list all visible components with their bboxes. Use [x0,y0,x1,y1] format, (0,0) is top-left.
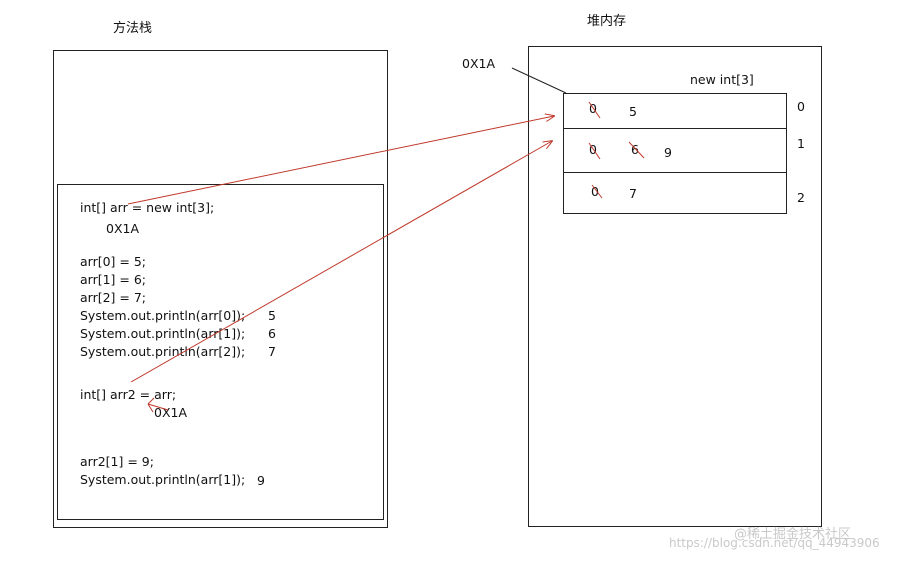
code-assign-arr2: arr2[1] = 9; [80,454,154,469]
heap-title: 堆内存 [587,14,627,29]
cell-2-strike [591,184,603,199]
arr2-reference-arrow [130,141,552,383]
cell-1-value: 9 [664,145,672,160]
code-decl: int[] arr = new int[3]; [80,200,215,215]
code-assign-0: arr[0] = 5; [80,254,147,269]
cell-0-value: 5 [629,104,637,119]
code-print-2-output: 7 [268,344,276,359]
cell-2-value: 7 [629,186,637,201]
index-1-label: 1 [797,136,805,151]
code-print-2: System.out.println(arr[2]); [80,344,246,359]
index-0-label: 0 [797,99,805,114]
code-decl-address: 0X1A [106,221,140,236]
cell-0-strike [588,101,601,119]
method-stack-box [53,50,388,528]
code-assign-1: arr[1] = 6; [80,272,147,287]
watermark-url: https://blog.csdn.net/qq_44943906 [669,536,880,550]
array-type-label: new int[3] [690,72,754,87]
heap-box [528,46,822,527]
arr2-pointer-mark [147,397,169,413]
code-print-0-output: 5 [268,308,276,323]
address-pointer-line [511,67,567,94]
array-divider-1 [564,128,786,129]
cell-2-old-value: 0 [591,184,599,199]
code-print-3: System.out.println(arr[1]); [80,472,246,487]
code-decl-2: int[] arr2 = arr; [80,387,177,402]
cell-1-mid-value: 6 [631,142,639,157]
method-stack-title: 方法栈 [113,21,153,36]
array-divider-2 [564,172,786,173]
index-2-label: 2 [797,190,805,205]
code-print-1: System.out.println(arr[1]); [80,326,246,341]
code-print-0: System.out.println(arr[0]); [80,308,246,323]
code-assign-2: arr[2] = 7; [80,290,147,305]
arr-reference-arrow [127,116,554,205]
cell-1-mid-strike [628,141,645,159]
watermark-logo: @稀土掘金技术社区 [734,527,852,542]
heap-address-label: 0X1A [462,56,496,71]
array-box [563,93,787,214]
code-print-3-output: 9 [257,473,265,488]
code-print-1-output: 6 [268,326,276,341]
cell-1-strike [588,142,601,160]
